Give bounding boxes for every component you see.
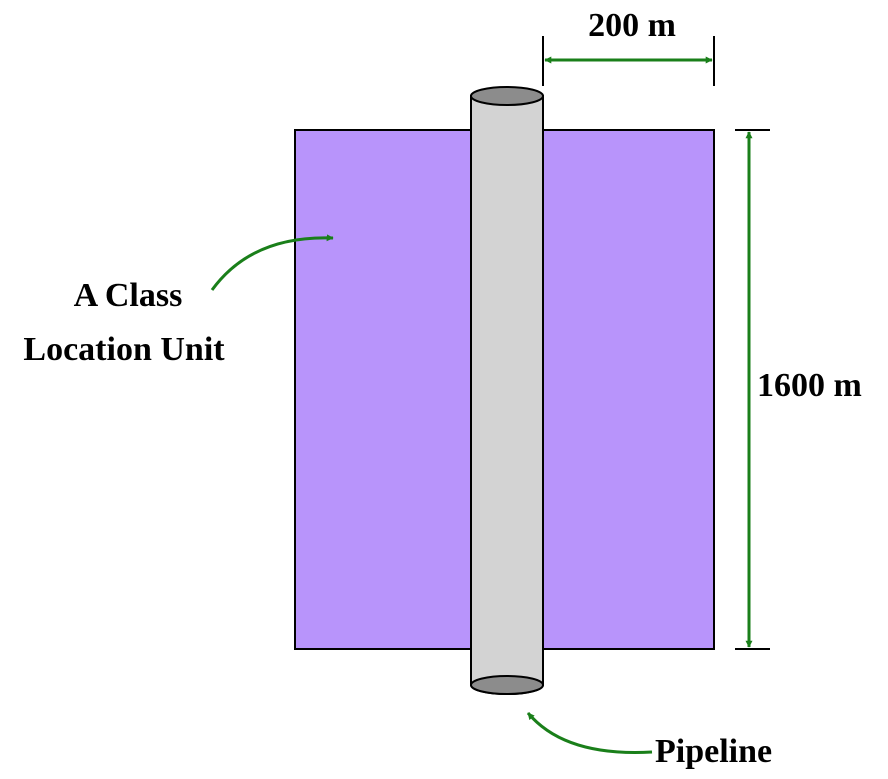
- pipeline-top-cap: [470, 86, 544, 106]
- width-dimension-label: 200 m: [588, 7, 676, 44]
- unit-label-line1: A Class: [74, 277, 183, 314]
- pipeline-callout: Pipeline: [526, 712, 772, 770]
- width-dimension: 200 m: [542, 7, 715, 86]
- unit-pointer-arrow: [210, 234, 334, 291]
- pipeline-body: [470, 95, 544, 695]
- unit-callout: A Class Location Unit: [23, 234, 334, 368]
- pipeline-pointer-arrow: [526, 712, 653, 754]
- height-dimension-label: 1600 m: [757, 367, 862, 404]
- pipeline-label: Pipeline: [655, 733, 772, 770]
- pipeline-bottom-cap: [470, 675, 544, 695]
- unit-label-line2: Location Unit: [23, 331, 225, 368]
- height-dimension: 1600 m: [735, 129, 862, 650]
- pipeline-cylinder: [470, 86, 544, 695]
